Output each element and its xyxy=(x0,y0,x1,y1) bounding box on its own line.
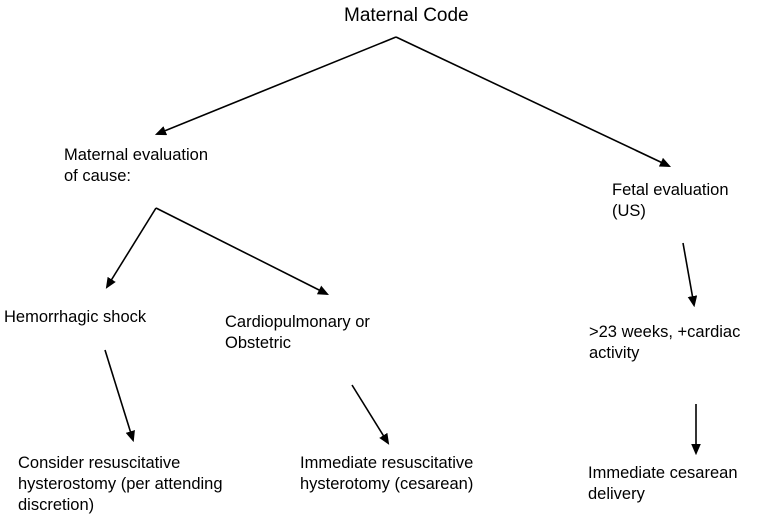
edge-fetal-to-weeks xyxy=(682,242,698,308)
edge-maternal-to-hemorrhagic xyxy=(105,207,157,289)
node-fetal-evaluation: Fetal evaluation (US) xyxy=(612,181,729,220)
edge-hemorrhagic-to-consider xyxy=(104,349,135,443)
node-immediate-resuscitative-hysterotomy: Immediate resuscitative hysterotomy (ces… xyxy=(300,454,474,493)
node-maternal-code: Maternal Code xyxy=(344,5,469,26)
node-cardiopulmonary-or-obstetric: Cardiopulmonary or Obstetric xyxy=(225,313,370,352)
node-hemorrhagic-shock: Hemorrhagic shock xyxy=(4,308,147,326)
edge-root-to-fetal-evaluation xyxy=(395,36,672,167)
node-maternal-evaluation: Maternal evaluation of cause: xyxy=(64,146,209,185)
edge-cardiopulmonary-to-immediate-hysterotomy xyxy=(351,384,390,445)
edge-maternal-to-cardiopulmonary xyxy=(155,207,330,296)
node-consider-resuscitative-hysterostomy: Consider resuscitative hysterostomy (per… xyxy=(18,454,223,514)
edge-root-to-maternal-evaluation xyxy=(154,36,397,136)
node-23-weeks-cardiac-activity: >23 weeks, +cardiac activity xyxy=(589,323,741,362)
node-immediate-cesarean-delivery: Immediate cesarean delivery xyxy=(588,464,738,503)
